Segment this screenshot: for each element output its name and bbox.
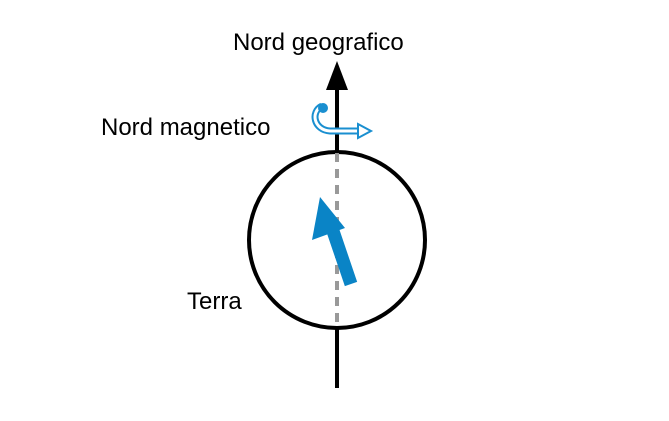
magnetic-north-label: Nord magnetico — [101, 114, 271, 141]
geographic-north-label: Nord geografico — [233, 29, 404, 56]
earth-label: Terra — [187, 288, 242, 315]
compass-needle-arrow-icon — [312, 197, 358, 287]
rotation-arrow-icon — [311, 102, 374, 140]
geographic-north-arrowhead-icon — [326, 61, 348, 90]
